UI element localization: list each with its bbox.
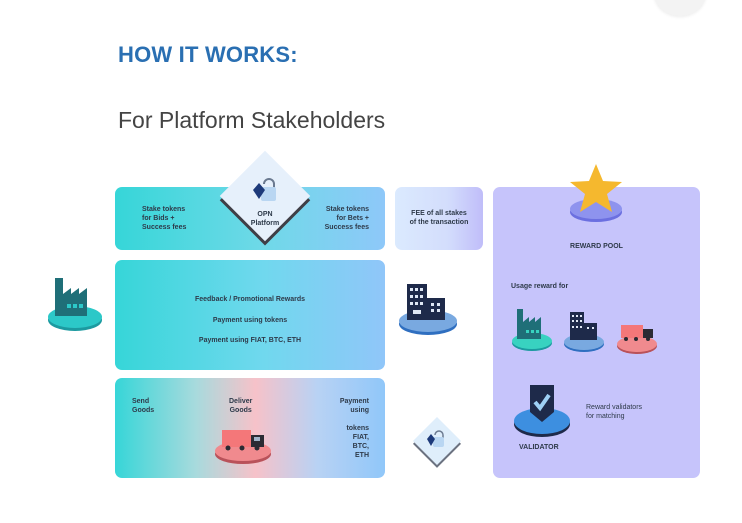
stake-left-text: Stake tokens for Bids + Success fees (142, 205, 186, 232)
star-icon (570, 164, 622, 222)
factory-icon (48, 278, 102, 331)
stake-left-line: Success fees (142, 224, 187, 231)
opn-platform-label: OPN Platform (240, 210, 290, 228)
feedback-rewards-text: Feedback / Promotional Rewards (194, 296, 306, 303)
opn-logo-icon (253, 178, 276, 201)
opn-label-line: OPN (257, 211, 273, 218)
deliver-line: Deliver (229, 398, 253, 405)
payment-spacer (340, 415, 369, 424)
fee-line: of the transaction (409, 219, 469, 226)
stake-left-line: Stake tokens (142, 206, 186, 213)
validator-desc-line: for matching (586, 413, 625, 420)
delivery-box: Send Goods Deliver Goods Payment using t… (115, 378, 385, 478)
stake-left-line: for Bids + (142, 215, 175, 222)
payment-line: ETH (355, 452, 369, 459)
payment-tokens-text: Payment using tokens (212, 317, 288, 324)
validator-label: VALIDATOR (519, 444, 559, 451)
payment-line: Payment (339, 398, 369, 405)
shield-check-icon (514, 385, 570, 437)
opn-label-line: Platform (250, 220, 280, 227)
reward-pool-label: REWARD POOL (570, 243, 623, 250)
factory-reward-icon (512, 309, 552, 351)
deliver-goods-text: Deliver Goods (229, 397, 252, 415)
payment-line: BTC, (352, 443, 369, 450)
truck-icon (215, 430, 271, 464)
send-goods-text: Send Goods (132, 397, 154, 415)
validator-desc: Reward validators for matching (586, 403, 642, 421)
payment-line: FIAT, (352, 434, 369, 441)
send-line: Goods (132, 407, 155, 414)
payment-box: Feedback / Promotional Rewards Payment u… (115, 260, 385, 370)
opn-small-logo-icon (427, 430, 444, 447)
corner-menu-button[interactable] (654, 0, 706, 16)
fee-text: FEE of all stakes of the transaction (395, 209, 483, 227)
stake-right-line: for Bets + (336, 215, 369, 222)
page-title: HOW IT WORKS: (118, 42, 298, 67)
deliver-line: Goods (229, 407, 252, 414)
stake-right-text: Stake tokens for Bets + Success fees (325, 205, 369, 232)
fee-box: FEE of all stakes of the transaction (395, 187, 483, 250)
page-subtitle: For Platform Stakeholders (118, 107, 386, 133)
stake-right-line: Stake tokens (325, 206, 369, 213)
payment-line: using (350, 407, 369, 414)
send-line: Send (132, 398, 150, 405)
payment-line: tokens (346, 425, 369, 432)
validator-desc-line: Reward validators (586, 404, 643, 411)
truck-reward-icon (617, 325, 657, 354)
fee-line: FEE of all stakes (411, 210, 467, 217)
building-icon (399, 284, 457, 335)
stake-right-line: Success fees (324, 224, 369, 231)
building-reward-icon (564, 312, 604, 352)
payment-fiat-text: Payment using FIAT, BTC, ETH (198, 337, 302, 344)
payment-using-text: Payment using tokens FIAT, BTC, ETH (340, 397, 369, 460)
usage-reward-label: Usage reward for (511, 283, 569, 290)
